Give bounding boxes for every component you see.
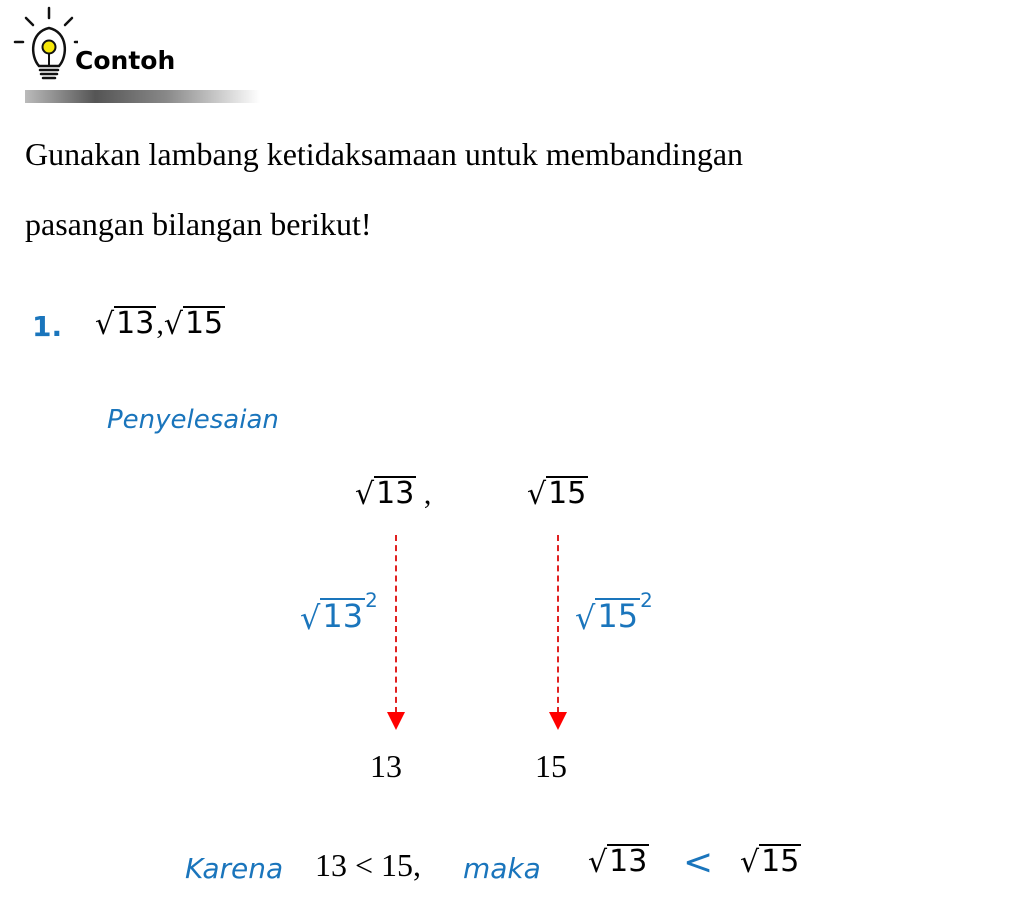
- conclusion-sqrt-a: √13: [588, 844, 650, 880]
- lightbulb-icon: [13, 6, 78, 80]
- arrow-line-a: [395, 535, 397, 713]
- instruction-line-1: Gunakan lambang ketidaksamaan untuk memb…: [25, 136, 744, 172]
- sqrt-b: √15: [163, 306, 226, 342]
- result-b: 15: [535, 748, 567, 784]
- conclusion-sqrt-b: √15: [740, 844, 802, 880]
- arrow-line-b: [557, 535, 559, 713]
- top-sqrt-a: √13 ,: [355, 476, 432, 512]
- arrow-head-a: [387, 712, 405, 730]
- top-sqrt-b: √15: [527, 476, 589, 512]
- header-divider: [25, 90, 260, 103]
- problem-number: 1.: [32, 310, 63, 343]
- arrow-head-b: [549, 712, 567, 730]
- header-title: Contoh: [75, 46, 176, 75]
- result-a: 13: [370, 748, 402, 784]
- sqrt-a: √13: [95, 306, 157, 342]
- instruction-line-2: pasangan bilangan berikut!: [25, 206, 372, 242]
- solution-label: Penyelesaian: [107, 405, 279, 435]
- conclusion-less-than: <: [683, 842, 714, 883]
- conclusion-comparison: 13 < 15,: [315, 847, 422, 883]
- problem-expression: √13,√15: [95, 306, 226, 342]
- conclusion-karena: Karena: [185, 852, 284, 885]
- conclusion-maka: maka: [463, 852, 541, 885]
